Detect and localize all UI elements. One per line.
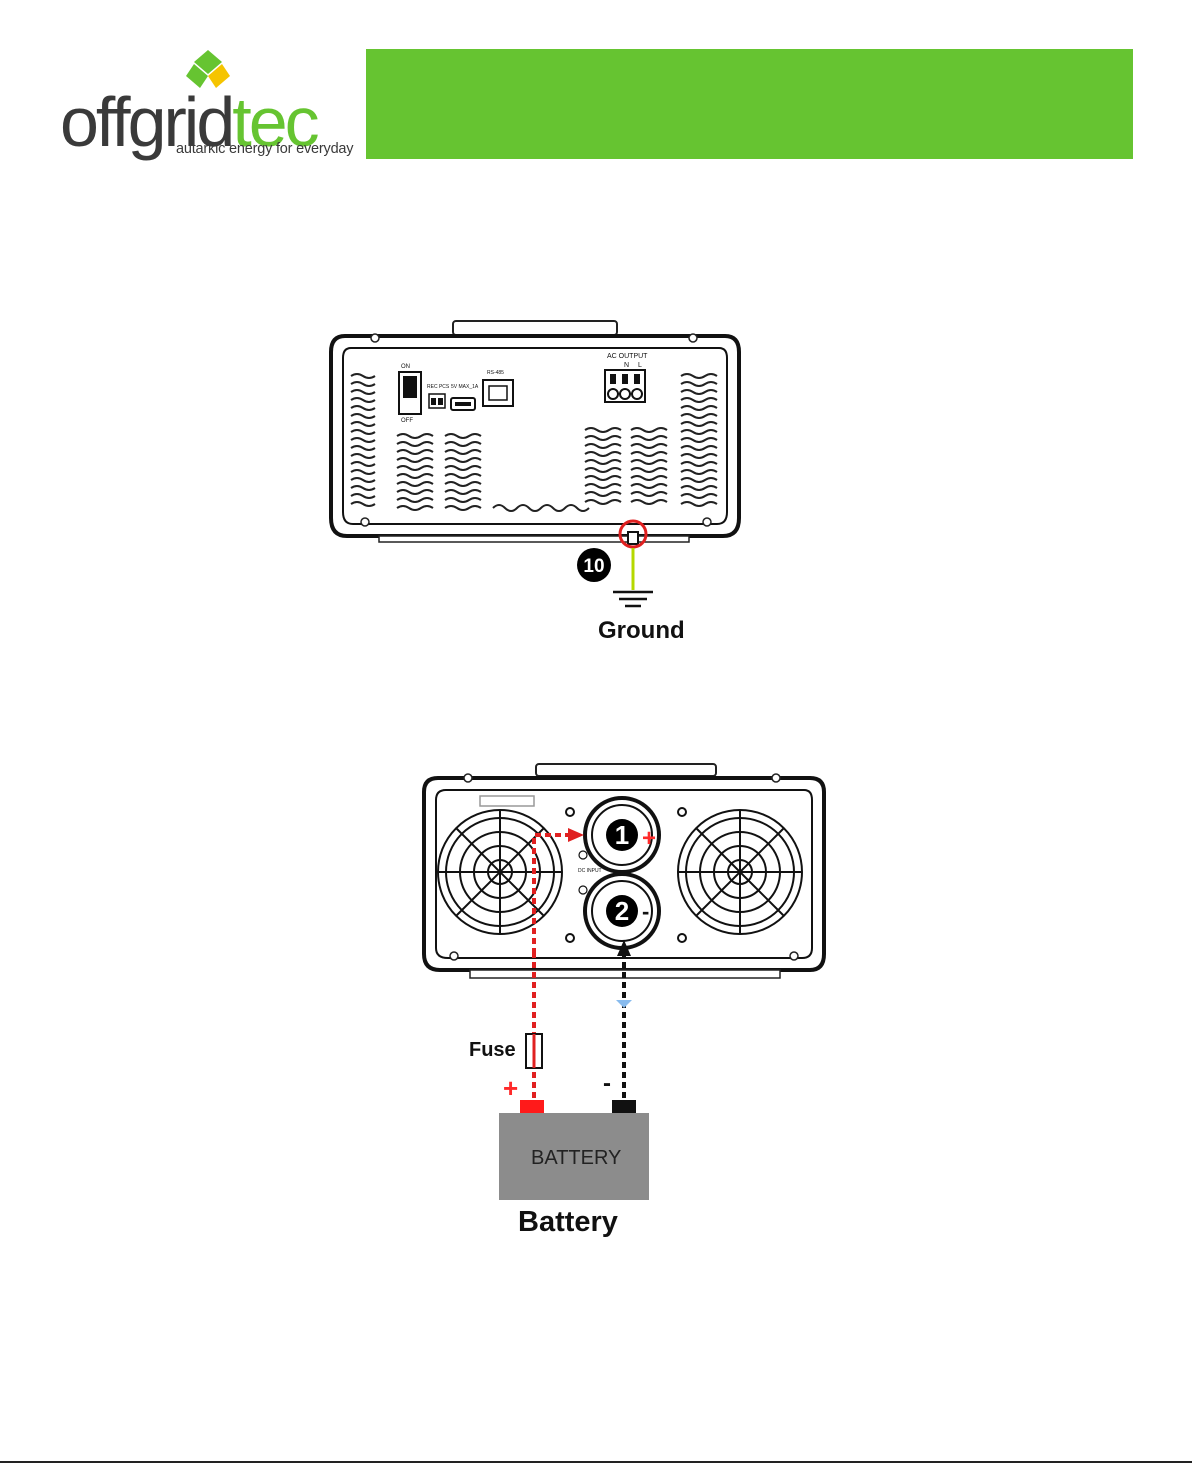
ground-wire-figure: 10 — [560, 540, 680, 620]
terminal-1-sign: + — [642, 825, 656, 852]
page-bottom-rule — [0, 1461, 1192, 1463]
battery-positive-terminal — [520, 1100, 544, 1114]
battery-plus-sign: + — [503, 1073, 518, 1104]
ac-term-n: N — [624, 362, 629, 369]
battery-minus-sign: - — [603, 1070, 611, 1098]
switch-on-label: ON — [401, 364, 410, 370]
battery-wiring — [440, 930, 680, 1130]
dip-switch-label: REC PCS — [427, 384, 450, 390]
battery-box-text: BATTERY — [531, 1147, 621, 1170]
terminal-1-number: 1 — [615, 820, 629, 850]
logo-tagline: autarkic energy for everyday — [176, 141, 353, 157]
battery-negative-terminal — [612, 1100, 636, 1114]
dc-input-label: DC INPUT — [578, 868, 602, 874]
ac-output-label: AC OUTPUT — [607, 353, 648, 360]
terminal-2-sign: - — [642, 899, 649, 924]
brand-logo: offgridtec autarkic energy for everyday — [60, 45, 360, 165]
switch-off-label: OFF — [401, 418, 413, 424]
callout-10-number: 10 — [583, 556, 604, 577]
header-banner — [366, 49, 1133, 159]
battery-caption: Battery — [518, 1206, 618, 1239]
ground-label: Ground — [598, 617, 685, 645]
usb-port-label: 5V MAX_1A — [451, 384, 479, 390]
fuse-label: Fuse — [469, 1039, 516, 1062]
terminal-2-number: 2 — [615, 896, 629, 926]
ac-term-l: L — [638, 362, 642, 369]
inverter-rear-panel-figure: ON OFF REC PCS 5V MAX_1A RS-485 AC OUTPU… — [325, 318, 745, 558]
rs485-port-label: RS-485 — [487, 370, 504, 376]
